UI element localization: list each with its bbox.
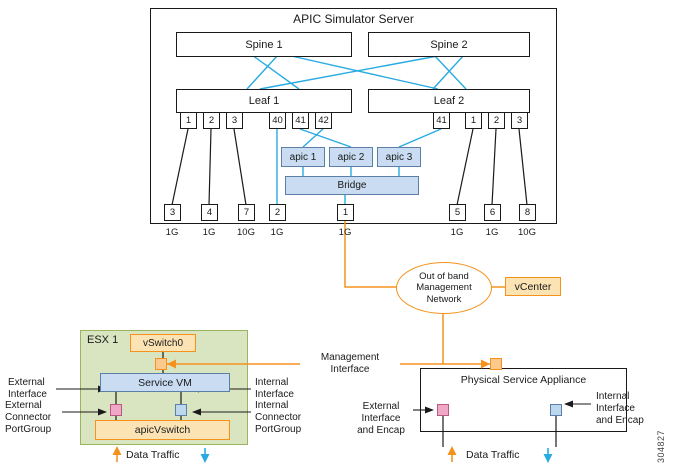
appliance-external-label: External Interface and Encap (357, 401, 405, 436)
external-connector-port (110, 404, 122, 416)
appliance-internal-port (550, 404, 562, 416)
port-speed-label: 1G (270, 227, 284, 238)
internal-interface-label: Internal Interface (255, 377, 294, 400)
appliance-mgmt-port (490, 358, 502, 370)
internal-connector-port (175, 404, 187, 416)
service-vm-node: Service VM (100, 373, 230, 392)
appliance-internal-label: Internal Interface and Encap (596, 391, 644, 426)
leaf2-port-1: 1 (465, 112, 482, 129)
server-port-1: 1 (337, 204, 354, 221)
leaf2-port-2: 2 (488, 112, 505, 129)
server-port-3: 3 (164, 204, 181, 221)
leaf1-port-41: 41 (292, 112, 309, 129)
apic-3-node: apic 3 (377, 147, 421, 167)
spine-2-node: Spine 2 (368, 32, 530, 57)
physical-service-appliance-box: Physical Service Appliance (420, 368, 627, 432)
esx-host-title: ESX 1 (87, 334, 119, 346)
leaf1-port-3: 3 (226, 112, 243, 129)
leaf1-port-42: 42 (315, 112, 332, 129)
server-port-5: 5 (449, 204, 466, 221)
server-port-7: 7 (238, 204, 255, 221)
port-speed-label: 1G (202, 227, 216, 238)
leaf-2-node: Leaf 2 (368, 89, 530, 113)
apic-1-node: apic 1 (281, 147, 325, 167)
leaf2-port-41: 41 (433, 112, 450, 129)
appliance-external-port (437, 404, 449, 416)
apicvswitch-node: apicVswitch (95, 420, 230, 440)
port-speed-label: 1G (450, 227, 464, 238)
spine-1-node: Spine 1 (176, 32, 352, 57)
management-interface-label: Management Interface (300, 352, 400, 376)
apic-simulator-server-title: APIC Simulator Server (293, 12, 414, 26)
figure-number: 304827 (656, 429, 666, 463)
server-port-4: 4 (201, 204, 218, 221)
apic-2-node: apic 2 (329, 147, 373, 167)
server-port-2: 2 (269, 204, 286, 221)
leaf1-port-1: 1 (180, 112, 197, 129)
internal-connector-portgroup-label: Internal Connector PortGroup (255, 400, 302, 435)
port-speed-label: 1G (165, 227, 179, 238)
oob-management-network: Out of band Management Network (396, 262, 492, 314)
leaf2-port-3: 3 (511, 112, 528, 129)
port-speed-label: 10G (237, 227, 255, 238)
physical-service-appliance-title: Physical Service Appliance (460, 374, 587, 386)
port-speed-label: 1G (485, 227, 499, 238)
appliance-data-traffic-label: Data Traffic (466, 449, 520, 461)
port-speed-label: 1G (338, 227, 352, 238)
external-interface-label: External Interface (8, 377, 47, 400)
leaf1-port-40: 40 (269, 112, 286, 129)
bridge-node: Bridge (285, 176, 419, 195)
leaf1-port-2: 2 (203, 112, 220, 129)
server-port-6: 6 (484, 204, 501, 221)
port-speed-label: 10G (518, 227, 536, 238)
leaf-1-node: Leaf 1 (176, 89, 352, 113)
vswitch0-node: vSwitch0 (130, 334, 196, 352)
external-connector-portgroup-label: External Connector PortGroup (5, 400, 52, 435)
vcenter-node: vCenter (505, 277, 561, 296)
server-port-8: 8 (519, 204, 536, 221)
esx-data-traffic-label: Data Traffic (126, 449, 180, 461)
esx-mgmt-port (155, 358, 167, 370)
